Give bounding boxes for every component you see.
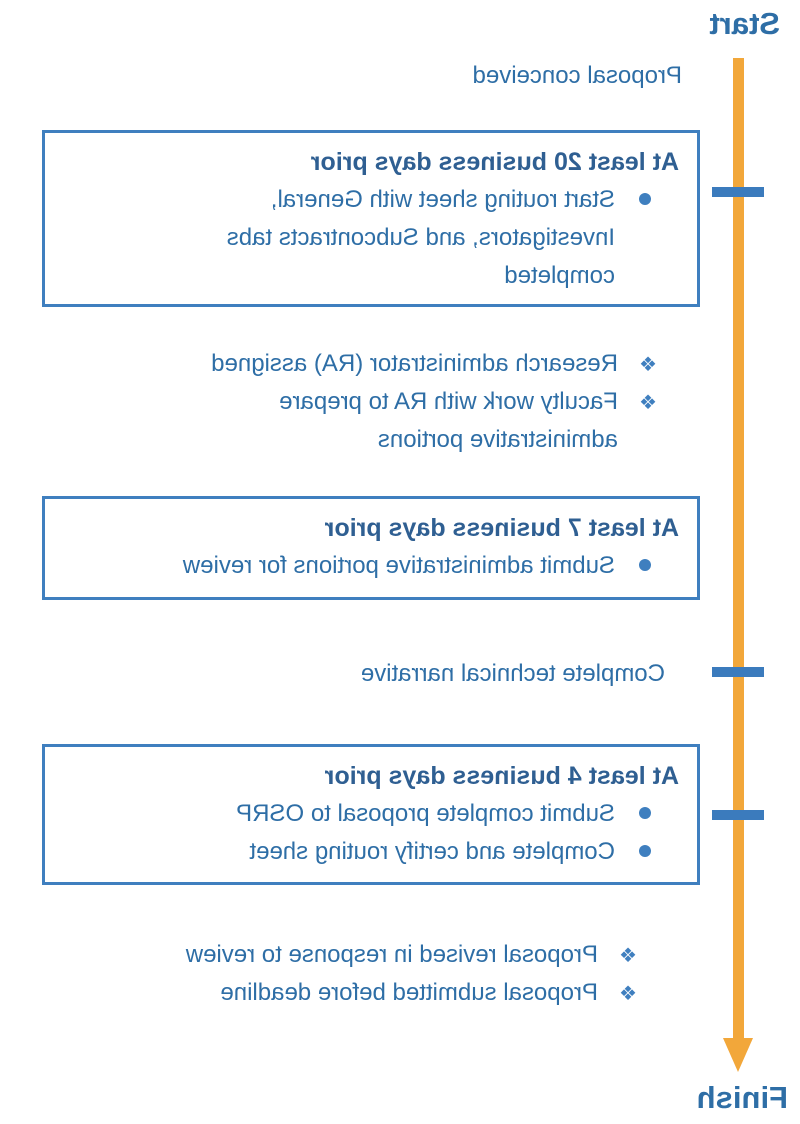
box-4-days: At least 4 business days prior Submit co… xyxy=(42,744,700,885)
bullet-dot-icon xyxy=(633,795,657,833)
list-item: Research administrator (RA) assigned xyxy=(92,345,682,383)
box-4-days-list: Submit complete proposal to OSRP Complet… xyxy=(61,795,679,871)
list-item-text: Complete and certify routing sheet xyxy=(249,838,615,865)
timeline-tick xyxy=(712,667,764,677)
timeline-arrow-head xyxy=(723,1038,753,1072)
list-item-text: Faculty work with RA to prepare administ… xyxy=(279,388,618,453)
bullet-dot-icon xyxy=(633,181,657,219)
ra-list: Research administrator (RA) assigned Fac… xyxy=(92,345,682,459)
bullet-dot-icon xyxy=(633,833,657,871)
step-proposal-conceived: Proposal conceived xyxy=(472,62,682,89)
final-list: Proposal revised in response to review P… xyxy=(62,936,662,1012)
list-item-text: Submit administrative portions for revie… xyxy=(182,552,615,579)
bullet-diamond-icon xyxy=(636,383,660,421)
bullet-diamond-icon xyxy=(616,936,640,974)
box-20-days: At least 20 business days prior Start ro… xyxy=(42,130,700,307)
list-item: Submit complete proposal to OSRP xyxy=(61,795,679,833)
bullet-dot-icon xyxy=(633,547,657,585)
timeline-tick xyxy=(712,187,764,197)
list-item: Proposal submitted before deadline xyxy=(62,974,662,1012)
box-4-days-title: At least 4 business days prior xyxy=(324,762,679,790)
list-item: Complete and certify routing sheet xyxy=(61,833,679,871)
start-label: Start xyxy=(709,6,780,41)
finish-label: Finish xyxy=(696,1080,788,1115)
list-item: Start routing sheet with General, Invest… xyxy=(195,181,679,295)
box-20-days-title: At least 20 business days prior xyxy=(310,148,679,176)
list-item-text: Submit complete proposal to OSRP xyxy=(236,800,615,827)
list-item-text: Proposal submitted before deadline xyxy=(220,979,598,1006)
box-20-days-list: Start routing sheet with General, Invest… xyxy=(61,181,679,295)
box-7-days: At least 7 business days prior Submit ad… xyxy=(42,496,700,600)
list-item-text: Proposal revised in response to review xyxy=(185,941,598,968)
list-item: Proposal revised in response to review xyxy=(62,936,662,974)
list-item-text: Start routing sheet with General, Invest… xyxy=(226,186,615,289)
list-item: Submit administrative portions for revie… xyxy=(61,547,679,585)
box-7-days-title: At least 7 business days prior xyxy=(324,514,679,542)
list-item: Faculty work with RA to prepare administ… xyxy=(218,383,682,459)
step-technical-narrative: Complete technical narrative xyxy=(360,660,665,687)
timeline-arrow-line xyxy=(733,58,744,1040)
timeline-tick xyxy=(712,810,764,820)
list-item-text: Research administrator (RA) assigned xyxy=(211,350,618,377)
box-7-days-list: Submit administrative portions for revie… xyxy=(61,547,679,585)
bullet-diamond-icon xyxy=(636,345,660,383)
bullet-diamond-icon xyxy=(616,974,640,1012)
